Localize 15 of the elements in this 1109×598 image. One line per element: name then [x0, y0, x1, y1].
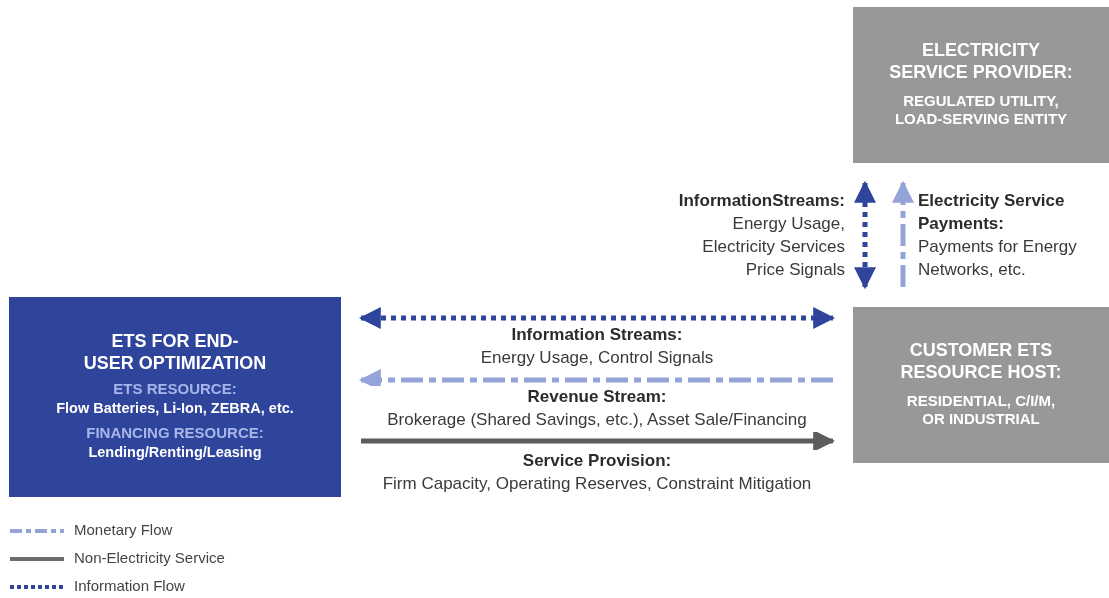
- box-subheading: RESIDENTIAL, C/I/M, OR INDUSTRIAL: [905, 391, 1057, 428]
- entity-box: [853, 7, 1109, 163]
- box-heading: CUSTOMER ETS RESOURCE HOST:: [899, 340, 1063, 384]
- entity-box: [9, 297, 341, 497]
- legend-label: Non-Electricity Service: [74, 549, 225, 566]
- entity-box: [853, 307, 1109, 463]
- box-heading: ELECTRICITY SERVICE PROVIDER:: [888, 40, 1074, 84]
- box-heading: ETS FOR END-USER OPTIMIZATION: [82, 331, 268, 375]
- box-subheading: ETS RESOURCE:: [113, 380, 237, 399]
- legend-label: Monetary Flow: [74, 521, 173, 538]
- box-subheading: REGULATED UTILITY, LOAD-SERVING ENTITY: [893, 91, 1069, 128]
- box-text: Lending/Renting/Leasing: [88, 443, 262, 461]
- legend-label: Information Flow: [74, 577, 185, 594]
- box-text: Flow Batteries, Li-Ion, ZEBRA, etc.: [56, 400, 294, 418]
- box-subheading: FINANCING RESOURCE:: [86, 423, 264, 442]
